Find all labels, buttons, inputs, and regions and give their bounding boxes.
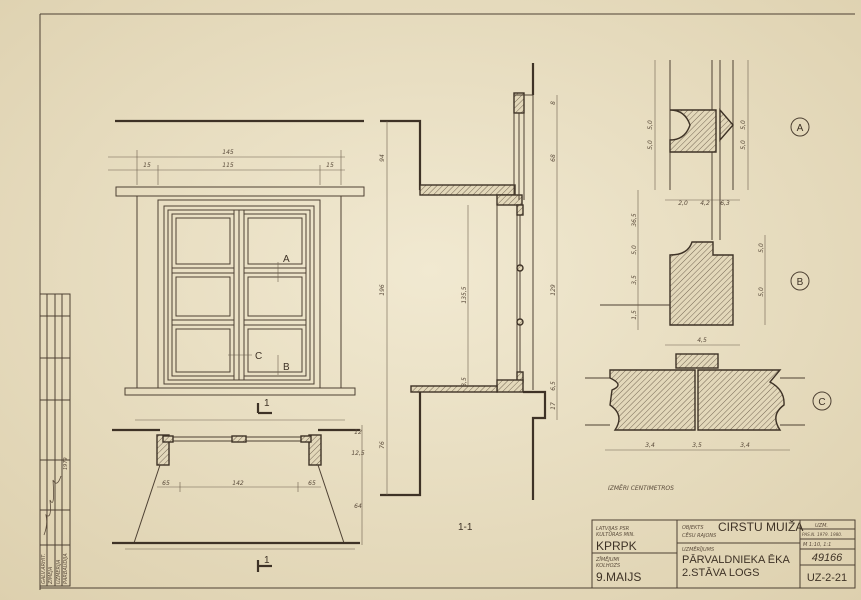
measure-label: UZMĒRĪJUMS	[682, 546, 715, 553]
section-1-1: 94 196 76 135,5 3,5 8 68 129 6,5 17 1-1	[379, 63, 558, 533]
detail-b: 2,0 4,2 6,3 36,5 5,0 3,5 1,5 5,0 5,0 4,5…	[600, 190, 810, 346]
dim-detail-b-side-3: 3,5	[631, 275, 638, 285]
dim-detail-b-side-6: 5,0	[758, 287, 765, 297]
dim-elevation-mid: 115	[222, 162, 234, 169]
signature-scribble	[43, 475, 62, 536]
detail-c-label: C	[818, 397, 825, 408]
sheet-number: UZ-2-21	[807, 572, 847, 584]
dim-elevation-total: 145	[222, 149, 234, 156]
stamp-row-4: PĀRBAUDĪJA	[62, 553, 69, 584]
window-elevation: 145 15 115 15 A C B	[108, 119, 365, 415]
dim-detail-c-3: 3,4	[740, 442, 750, 449]
title-line-1: PĀRVALDNIEKA ĒKA	[682, 554, 790, 566]
dim-section-inner-1: 135,5	[461, 286, 468, 303]
org-line-2: KULTŪRAS MIN.	[596, 531, 635, 538]
detail-b-label: B	[797, 277, 804, 288]
dim-detail-a-3: 5,0	[740, 120, 747, 130]
detail-a: 5,0 5,0 5,0 5,0 A	[647, 60, 810, 240]
dim-detail-b-top-3: 6,3	[720, 200, 730, 207]
dim-section-left-2: 196	[379, 284, 386, 296]
dim-detail-c-1: 3,4	[645, 442, 655, 449]
org-name: KPRPK	[596, 539, 637, 553]
dim-detail-b-bottom: 4,5	[697, 337, 707, 344]
org-line-1: LATVIJAS PSR	[596, 526, 629, 532]
dim-detail-b-side-5: 5,0	[758, 243, 765, 253]
dim-plan-side-2: 12,5	[351, 450, 365, 457]
code-label: UZM.	[815, 523, 828, 529]
dim-plan-left: 65	[162, 480, 170, 487]
title-line-2: 2.STĀVA LOGS	[682, 567, 759, 579]
inventory-number: 49166	[812, 552, 843, 564]
dim-elevation-left: 15	[143, 162, 151, 169]
window-plan: 65 142 65 12 12,5 64 1	[112, 419, 365, 572]
stamp-row-3: UZMĒRĪJA	[55, 559, 62, 584]
detail-c: 3,4 3,5 3,4 C IZMĒRI CENTIMETROS	[585, 353, 832, 492]
callout-b: B	[283, 362, 290, 373]
scale: M 1:10, 1:1	[803, 542, 831, 548]
dim-elevation-right: 15	[326, 162, 334, 169]
dim-detail-b-side-1: 36,5	[631, 213, 638, 227]
object-label: OBJEKTS	[682, 525, 704, 531]
object-name: CIRSTU MUIŽA	[718, 519, 803, 534]
section-marker-top: 1	[264, 398, 270, 409]
dim-detail-a-4: 5,0	[740, 140, 747, 150]
drawers-sub: KOLHOZS	[596, 563, 621, 569]
units-note: IZMĒRI CENTIMETROS	[608, 485, 674, 492]
dim-section-right-5: 17	[550, 402, 557, 410]
stamp-date: 1979	[63, 457, 69, 470]
dim-section-right-2: 68	[550, 154, 557, 162]
callout-a: A	[283, 254, 290, 265]
dim-detail-c-2: 3,5	[692, 442, 702, 449]
dim-detail-b-top-2: 4,2	[700, 200, 710, 207]
dim-detail-b-side-4: 1,5	[631, 310, 638, 320]
dim-plan-right: 65	[308, 480, 316, 487]
stamp-row-1: GALV.ARHIT.	[41, 554, 47, 584]
drawers-label: ZĪMĒJUMI	[595, 556, 620, 563]
section-marker-bottom: 1	[264, 555, 270, 566]
dim-detail-a-2: 5,0	[647, 140, 654, 150]
dim-plan-mid: 142	[232, 480, 244, 487]
dim-section-right-1: 8	[550, 101, 557, 105]
kolhoz-name: 9.MAIJS	[596, 570, 641, 584]
dim-section-inner-2: 3,5	[461, 377, 468, 387]
dim-section-left-3: 76	[379, 441, 386, 449]
dim-detail-b-top-1: 2,0	[678, 200, 688, 207]
district: CĒSU RAJONS	[682, 532, 717, 539]
dim-detail-a-1: 5,0	[647, 120, 654, 130]
dim-plan-side-1: 12	[354, 429, 362, 436]
stamp-row-2: ZĪMĒJA	[47, 566, 54, 585]
dim-section-left-1: 94	[379, 154, 386, 162]
dim-plan-side-3: 64	[354, 503, 362, 510]
dim-detail-b-side-2: 5,0	[631, 245, 638, 255]
date: PAS.N. 1979. 1980.	[802, 532, 842, 537]
detail-a-label: A	[797, 123, 804, 134]
dim-section-right-4: 6,5	[550, 381, 557, 391]
title-block: LATVIJAS PSR KULTŪRAS MIN. KPRPK ZĪMĒJUM…	[591, 519, 856, 589]
side-stamp: GALV.ARHIT. ZĪMĒJA UZMĒRĪJA PĀRBAUDĪJA 1…	[39, 293, 71, 587]
callout-c: C	[255, 351, 262, 362]
dim-section-right-3: 129	[550, 284, 557, 296]
section-title: 1-1	[458, 522, 473, 533]
